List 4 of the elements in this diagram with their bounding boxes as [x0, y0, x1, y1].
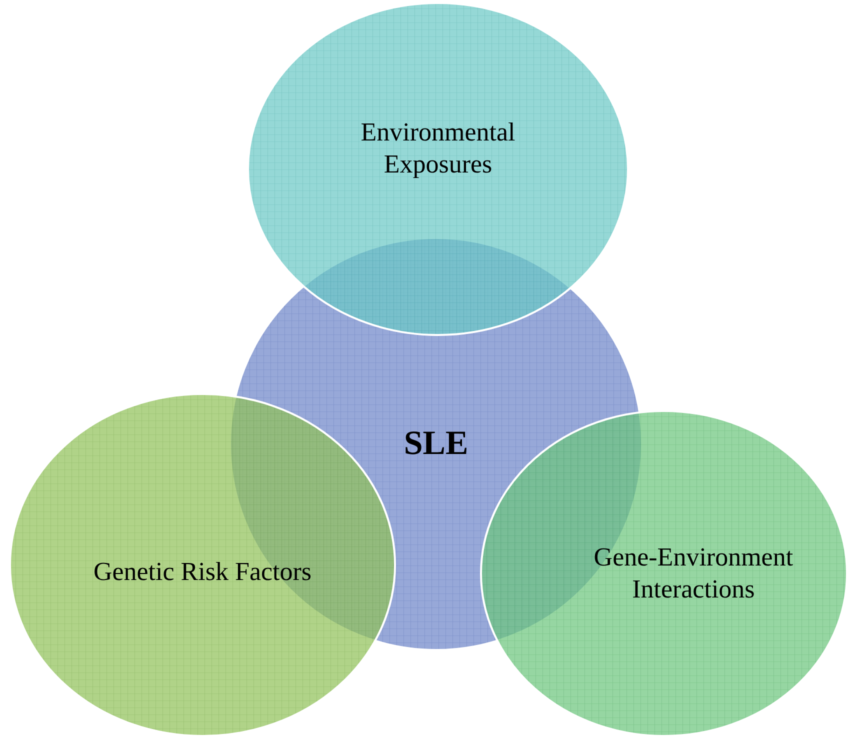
circle-label: Gene-Environment Interactions [592, 541, 794, 606]
circle-label: Environmental Exposures [360, 116, 516, 181]
circle-label: SLE [402, 424, 470, 464]
circle-label: Genetic Risk Factors [92, 556, 313, 588]
